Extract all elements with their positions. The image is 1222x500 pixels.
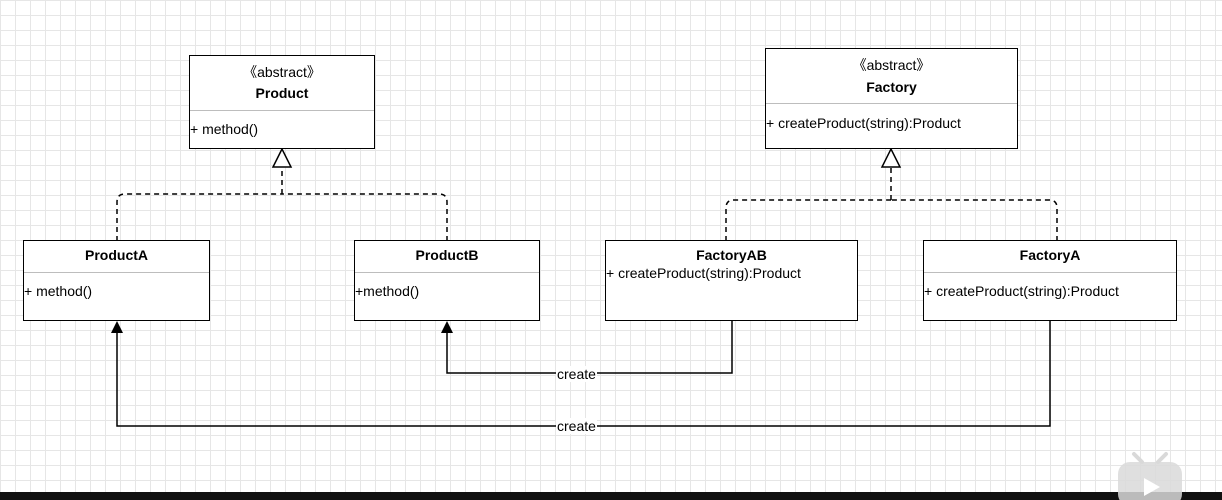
class-factoryA[interactable]: FactoryA + createProduct(string):Product: [923, 240, 1177, 321]
class-productB[interactable]: ProductB +method(): [354, 240, 540, 321]
arrowhead-productB: [441, 321, 453, 333]
factoryA-class-name: FactoryA: [1019, 247, 1081, 263]
factory-method: + createProduct(string):Product: [766, 115, 961, 131]
factory-class-name: Factory: [866, 79, 917, 95]
class-factory[interactable]: 《abstract》 Factory + createProduct(strin…: [765, 48, 1018, 149]
realization-productA-to-product: [116, 193, 282, 241]
productA-method: + method(): [24, 283, 93, 299]
productB-class-name: ProductB: [415, 247, 479, 263]
bottom-bar: [0, 492, 1222, 500]
product-class-name: Product: [255, 85, 309, 101]
class-factoryAB[interactable]: FactoryAB + createProduct(string):Produc…: [605, 240, 858, 321]
product-stereotype: 《abstract》: [243, 64, 321, 80]
realization-factoryA-to-factory: [891, 199, 1058, 241]
create-label-upper: create: [556, 366, 597, 382]
productA-class-name: ProductA: [85, 247, 148, 263]
inheritance-arrowhead-factory: [880, 147, 902, 168]
productB-method: +method(): [355, 283, 420, 299]
create-label-lower: create: [556, 418, 597, 434]
productA-divider: [24, 272, 209, 273]
factory-divider: [766, 103, 1017, 104]
class-product[interactable]: 《abstract》 Product + method(): [189, 55, 375, 149]
factoryAB-class-name: FactoryAB: [696, 247, 767, 263]
arrowhead-productA: [111, 321, 123, 333]
factory-stereotype: 《abstract》: [852, 57, 931, 73]
factoryAB-method: + createProduct(string):Product: [606, 265, 801, 281]
tv-logo-icon: [1118, 452, 1182, 500]
realization-productB-to-product: [282, 193, 448, 241]
class-productA[interactable]: ProductA + method(): [23, 240, 210, 321]
realization-factoryAB-to-factory: [725, 199, 891, 241]
productB-divider: [355, 272, 539, 273]
inheritance-arrowhead-product: [271, 147, 293, 168]
product-divider: [190, 110, 374, 111]
product-method: + method(): [190, 121, 259, 137]
factoryA-method: + createProduct(string):Product: [924, 283, 1119, 299]
factoryA-divider: [924, 272, 1176, 273]
